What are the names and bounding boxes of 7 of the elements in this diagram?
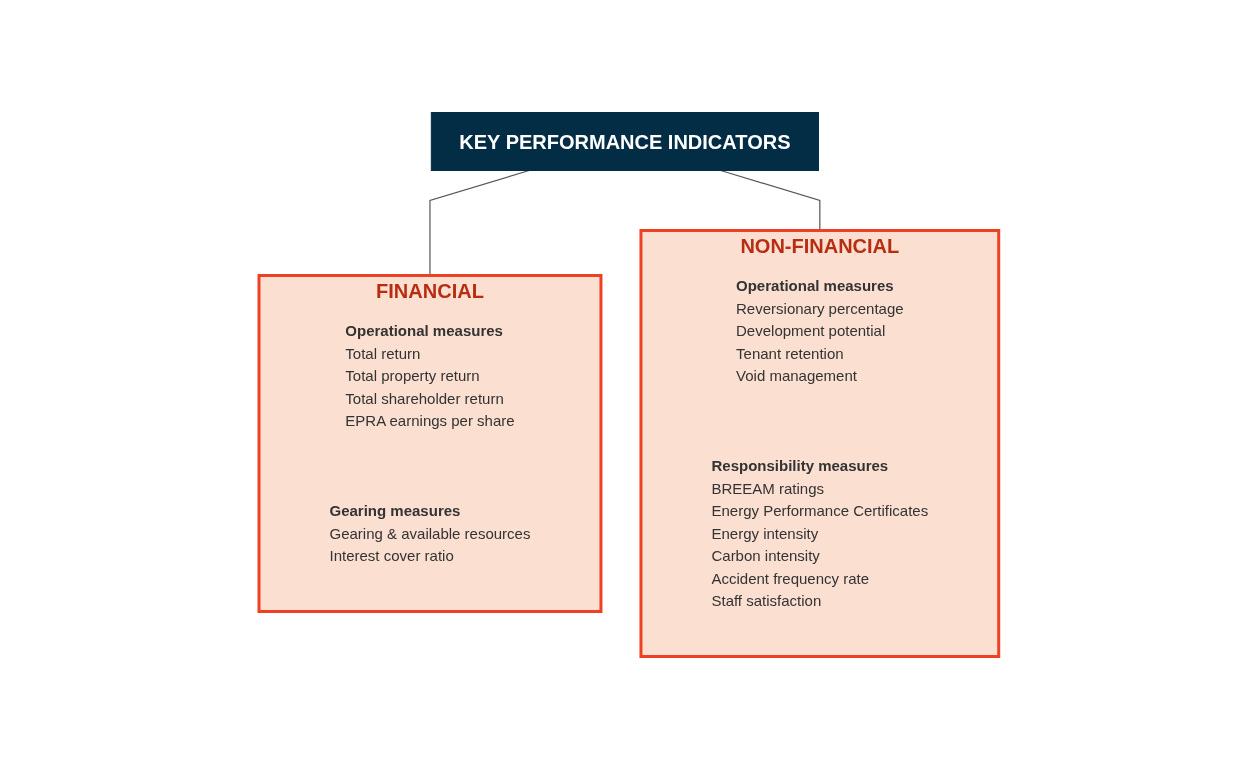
node-text: Responsibility measures BREEAM ratings Energy Performance Certificates Energy intensity Carbon intensity Accident frequency rate Staff satisfaction [711, 457, 929, 609]
node-box [430, 112, 820, 171]
cluster [257, 274, 603, 613]
node-text: Operational measures Total return Total property return Total shareholder return EPRA earnings per share [345, 321, 515, 429]
node-text: Operational measures Reversionary percentage Development potential Tenant retention Void management [736, 276, 904, 384]
node-text: Gearing measures Gearing & available resources Interest cover ratio [329, 502, 531, 564]
cluster [639, 229, 1001, 658]
